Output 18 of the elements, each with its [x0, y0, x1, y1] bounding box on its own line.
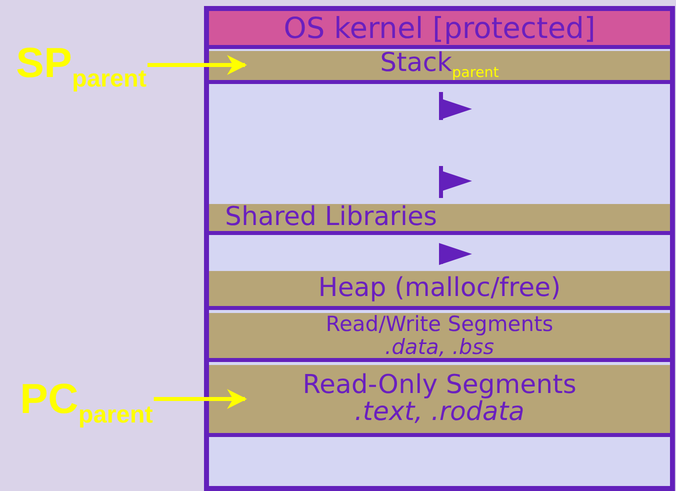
segment-label: Read/Write Segments — [326, 313, 554, 336]
pointer-label: PC$_{parent}$ — [20, 378, 153, 428]
memory-segment — [209, 271, 670, 310]
memory-segment — [209, 11, 670, 49]
memory-segment — [209, 365, 670, 437]
arrow — [154, 389, 247, 409]
section-names: .text, .rodata — [354, 399, 524, 426]
section-names: .data, .bss — [384, 336, 494, 358]
memory-segment — [209, 51, 670, 84]
segment-label: Heap (malloc/free) — [318, 274, 561, 302]
segment-label: Read-Only Segments — [302, 372, 576, 399]
segment-label: OS kernel [protected] — [284, 12, 596, 44]
memory-segment — [209, 313, 670, 362]
memory-segment — [209, 204, 670, 235]
arrow — [147, 55, 247, 75]
segment-label: Stack$_{parent}$ — [380, 50, 499, 82]
segment-label: Shared Libraries — [225, 204, 438, 232]
pointer-label: SP$_{parent}$ — [16, 42, 146, 92]
